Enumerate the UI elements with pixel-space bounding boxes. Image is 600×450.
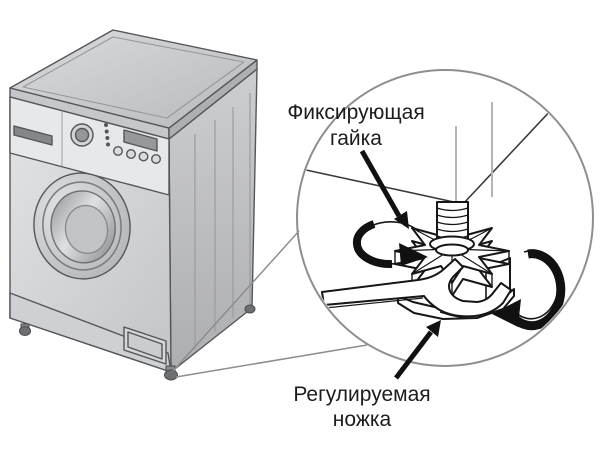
tabletop-inset-border (22, 36, 245, 119)
callout-leader-lines (172, 230, 368, 378)
locking-nut-label-line1: Фиксирующая (287, 101, 424, 124)
adjustable-foot-label-line1: Регулируемая (293, 383, 430, 406)
machine-feet (19, 304, 256, 381)
indicator-lights (104, 123, 110, 147)
machine-foot-rear-right (244, 304, 256, 314)
side-seam-lines (194, 93, 251, 350)
detail-view (305, 102, 566, 331)
wrench (321, 258, 512, 319)
locking-nut-label-line2: гайка (330, 127, 382, 150)
locking-nut-arrow (359, 149, 409, 229)
detergent-drawer (13, 125, 53, 146)
rotation-arrow-right (492, 249, 566, 331)
adjustable-foot-arrow (394, 320, 441, 380)
display-screen (123, 129, 158, 152)
porthole-door (33, 172, 131, 280)
service-hatch (123, 326, 167, 365)
control-panel (9, 96, 170, 196)
program-knob (70, 123, 94, 147)
panel-buttons (112, 145, 161, 164)
machine-foot-front-left (19, 323, 31, 336)
machine-top (9, 29, 258, 140)
cabinet-corner-edges (305, 102, 554, 205)
machine-front-panel (9, 96, 172, 373)
machine-foot-front-right (164, 365, 178, 381)
washing-machine (9, 29, 258, 381)
adjustable-foot-label-line2: ножка (333, 408, 392, 431)
locking-nut-callout: Фиксирующая гайка (287, 101, 425, 229)
threaded-rod (429, 201, 475, 257)
adjustable-foot-callout: Регулируемая ножка (293, 320, 441, 431)
